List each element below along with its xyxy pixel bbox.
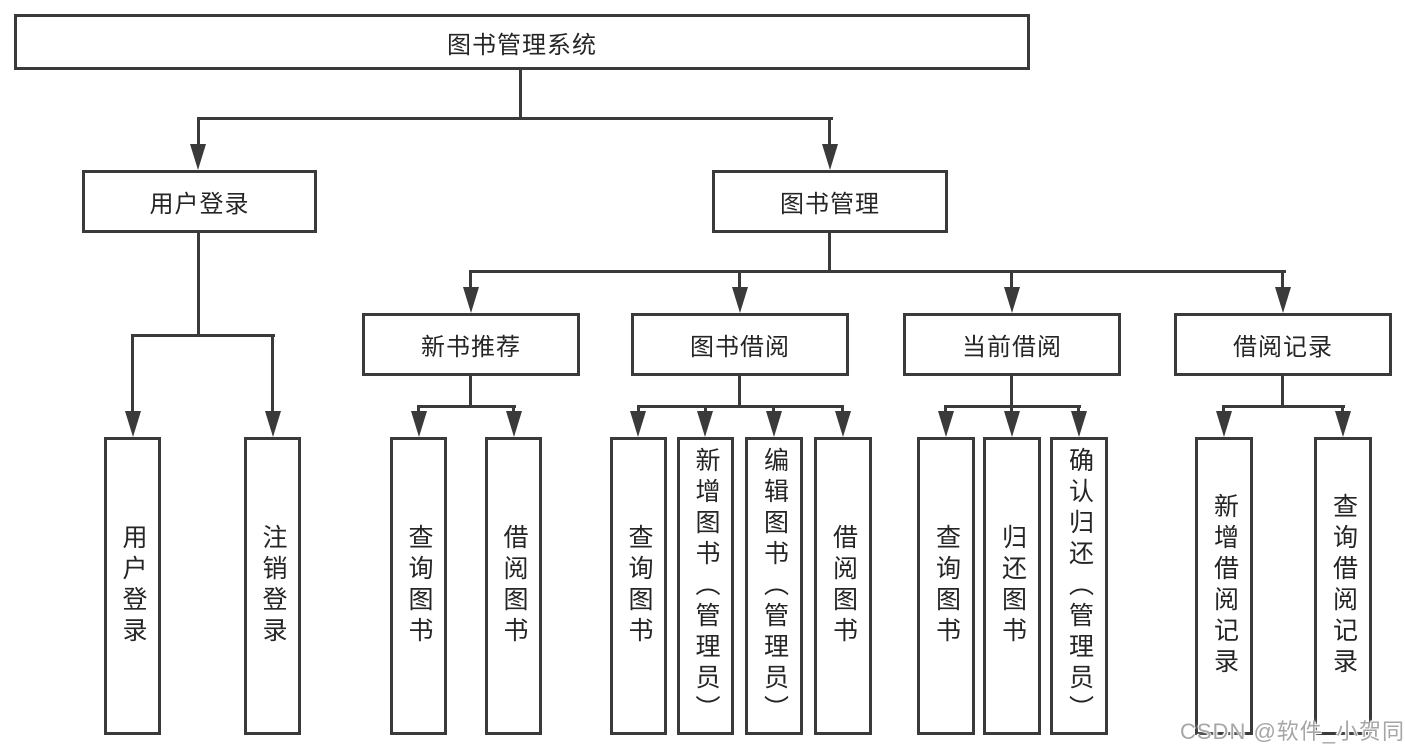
arrowhead-new-book [463, 287, 479, 313]
connector-stem [637, 405, 640, 413]
connector-borrow-records-drop [1281, 376, 1284, 408]
leaf-borrow-books: 借阅图书 [814, 437, 872, 735]
arrowhead-leaf-user-login [125, 411, 141, 437]
leaf-add-book-admin: 新增图书（管理员） [677, 437, 734, 735]
connector-stem [944, 405, 947, 413]
leaf-label: 用户登录 [119, 524, 147, 648]
connector-stem [1010, 405, 1013, 413]
arrowhead-leaf [1216, 411, 1232, 437]
connector-new-book-branch [417, 405, 516, 408]
leaf-label: 新增图书（管理员） [692, 446, 720, 726]
connector-stem-leaf-user-login [131, 334, 134, 412]
connector-stem-book-borrow [738, 270, 741, 290]
connector-root-drop [519, 69, 522, 119]
connector-level2-branch [197, 117, 833, 120]
connector-book-borrow-drop [738, 376, 741, 408]
watermark: CSDN @软件_小贺同学 [1180, 719, 1405, 744]
leaf-label: 查询图书 [405, 524, 433, 648]
node-borrow-records: 借阅记录 [1174, 313, 1392, 376]
connector-borrow-records-branch [1222, 405, 1345, 408]
node-current-borrow: 当前借阅 [903, 313, 1121, 376]
connector-book-borrow-branch [637, 405, 843, 408]
arrowhead-leaf [1335, 411, 1351, 437]
arrowhead-leaf [938, 411, 954, 437]
arrowhead-leaf [1071, 411, 1087, 437]
connector-stem-user-login [197, 117, 200, 146]
connector-stem [772, 405, 775, 413]
connector-book-management-drop [828, 233, 831, 272]
arrowhead-book-management [822, 144, 838, 170]
leaf-label: 借阅图书 [829, 524, 858, 648]
connector-stem [1341, 405, 1344, 413]
connector-stem-book-management [828, 117, 831, 146]
connector-level3-branch [469, 270, 1286, 273]
node-user-login: 用户登录 [82, 170, 317, 233]
connector-stem [512, 405, 515, 413]
connector-stem-current-borrow [1010, 270, 1013, 290]
leaf-label: 归还图书 [998, 524, 1027, 648]
node-system-root: 图书管理系统 [14, 14, 1030, 70]
arrowhead-leaf [506, 411, 522, 437]
leaf-label: 借阅图书 [500, 524, 528, 648]
leaf-label: 注销登录 [259, 524, 287, 648]
leaf-user-login: 用户登录 [104, 437, 161, 735]
arrowhead-book-borrow [732, 287, 748, 313]
node-new-book-recommend: 新书推荐 [362, 313, 580, 376]
arrowhead-borrow-records [1275, 287, 1291, 313]
arrowhead-leaf [1004, 411, 1020, 437]
leaf-return-book: 归还图书 [983, 437, 1041, 735]
leaf-edit-book-admin: 编辑图书（管理员） [745, 437, 803, 735]
arrowhead-leaf [697, 411, 713, 437]
connector-stem-borrow-records [1281, 270, 1284, 290]
connector-stem-leaf-logout [271, 334, 274, 412]
connector-stem [1222, 405, 1225, 413]
connector-user-login-branch [131, 334, 275, 337]
connector-stem [841, 405, 844, 413]
leaf-label: 查询图书 [625, 524, 653, 648]
leaf-label: 查询图书 [932, 524, 961, 648]
connector-stem [417, 405, 420, 413]
leaf-query-borrow-record: 查询借阅记录 [1314, 437, 1372, 735]
leaf-label: 确认归还（管理员） [1065, 446, 1094, 726]
node-book-management: 图书管理 [712, 170, 948, 233]
leaf-label: 查询借阅记录 [1329, 493, 1358, 679]
leaf-confirm-return-admin: 确认归还（管理员） [1050, 437, 1108, 735]
arrowhead-leaf [411, 411, 427, 437]
arrowhead-leaf [630, 411, 646, 437]
leaf-borrow-books-recommend: 借阅图书 [485, 437, 542, 735]
leaf-logout: 注销登录 [244, 437, 301, 735]
connector-current-borrow-drop [1010, 376, 1013, 408]
connector-stem-new-book [469, 270, 472, 290]
connector-stem [704, 405, 707, 413]
arrowhead-leaf-logout [265, 411, 281, 437]
connector-stem [1077, 405, 1080, 413]
leaf-query-books-recommend: 查询图书 [390, 437, 447, 735]
leaf-label: 新增借阅记录 [1210, 493, 1239, 679]
leaf-query-books-current: 查询图书 [917, 437, 975, 735]
arrowhead-current-borrow [1004, 287, 1020, 313]
node-book-borrow: 图书借阅 [631, 313, 849, 376]
arrowhead-user-login [190, 144, 206, 170]
connector-user-login-drop [197, 233, 200, 336]
connector-new-book-drop [469, 376, 472, 408]
leaf-query-books-borrow: 查询图书 [610, 437, 667, 735]
arrowhead-leaf [835, 411, 851, 437]
leaf-add-borrow-record: 新增借阅记录 [1195, 437, 1253, 735]
arrowhead-leaf [766, 411, 782, 437]
leaf-label: 编辑图书（管理员） [760, 446, 789, 726]
